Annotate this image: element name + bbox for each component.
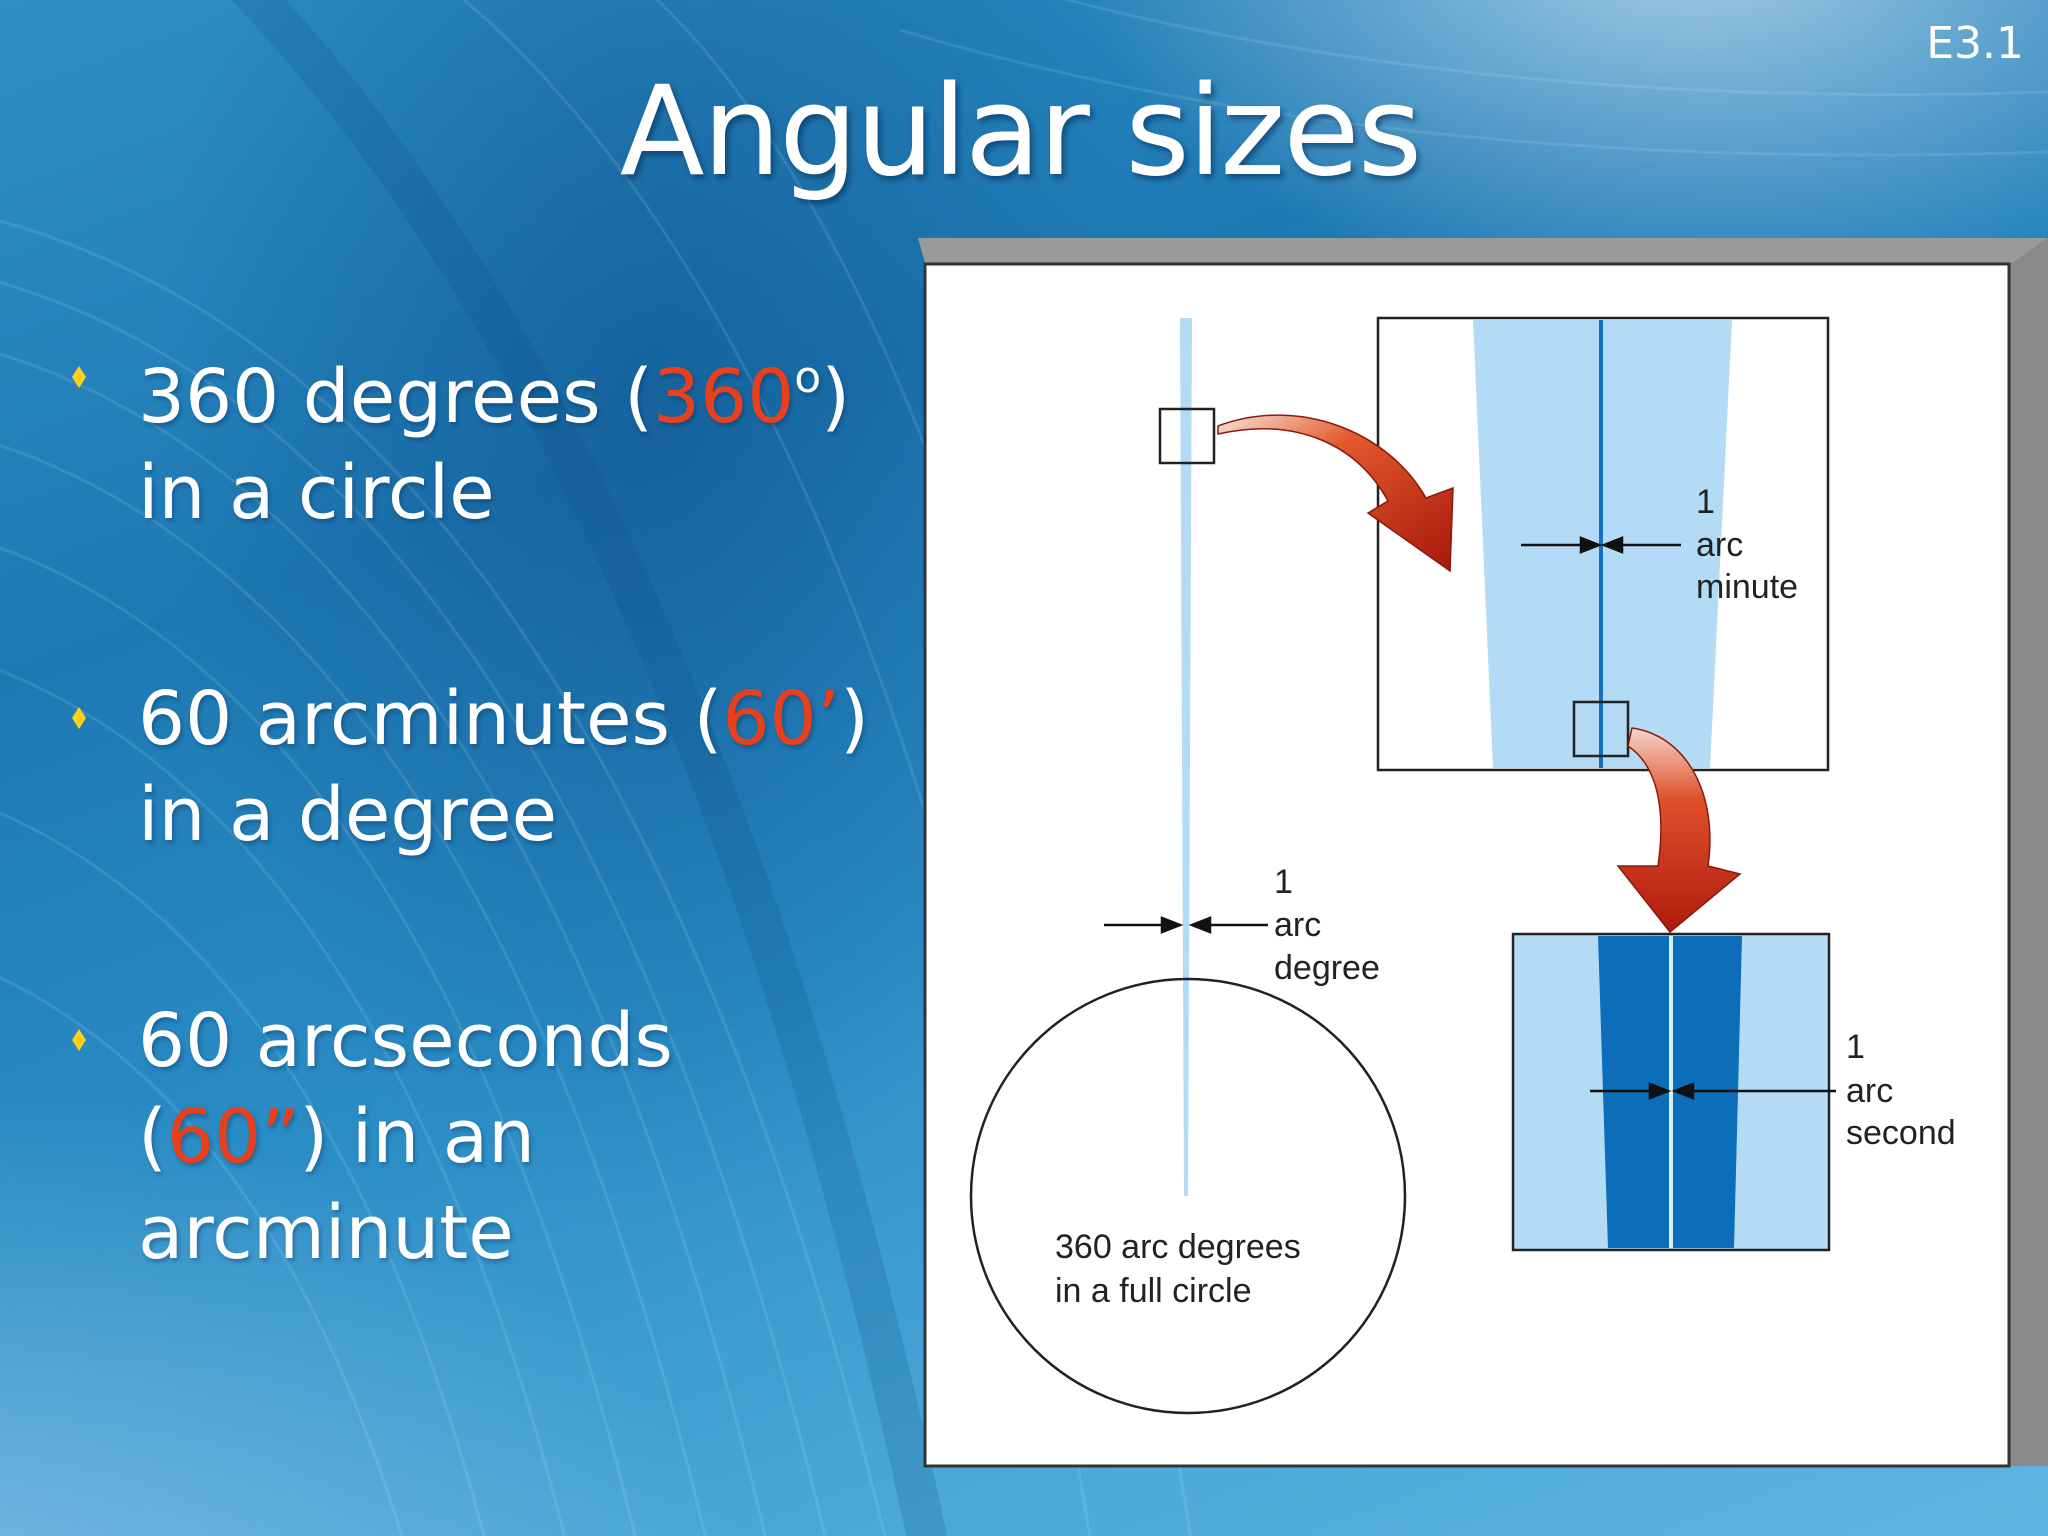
frame-top-bevel — [918, 238, 2048, 266]
arc-degree-label: arc — [1274, 906, 1321, 944]
bullet-text: 360 degrees ( — [138, 354, 654, 440]
zoom-square-degree — [1158, 407, 1216, 465]
zoom-square-minute — [1572, 700, 1630, 758]
arc-degree-label: degree — [1274, 949, 1380, 987]
full-circle — [969, 977, 1407, 1415]
bullet-text: ) — [821, 354, 851, 440]
zoom-arrow-icon — [1616, 727, 1742, 934]
arc-minute-number: 1 — [1696, 483, 1715, 521]
slide-title: Angular sizes — [619, 60, 1423, 204]
highlight-value: 360 — [653, 354, 795, 440]
bullet-item: 60 arcseconds (60”) in an arcminute — [60, 993, 880, 1281]
diamond-bullet-icon — [72, 707, 86, 729]
angular-size-diagram: 1 arc degree 360 arc degrees in a full c… — [918, 238, 2048, 1468]
degree-superscript: o — [794, 352, 822, 403]
diamond-bullet-icon — [72, 366, 86, 388]
bullet-list: 360 degrees (360o) in a circle 60 arcmin… — [60, 330, 880, 1411]
arc-degree-number: 1 — [1274, 863, 1293, 901]
highlight-value: 60” — [166, 1094, 300, 1180]
arc-second-label: arc — [1846, 1072, 1893, 1110]
slide-number: E3.1 — [1926, 18, 2024, 69]
arc-minute-label: arc — [1696, 526, 1743, 564]
circle-caption: in a full circle — [1055, 1272, 1252, 1310]
bullet-item: 60 arcminutes (60’) in a degree — [60, 671, 880, 863]
circle-caption: 360 arc degrees — [1055, 1228, 1301, 1266]
arc-second-label: second — [1846, 1114, 1956, 1152]
arc-minute-arrows — [1521, 536, 1681, 554]
bullet-text: in a degree — [138, 772, 558, 858]
arc-minute-label: minute — [1696, 568, 1798, 606]
diamond-bullet-icon — [72, 1029, 86, 1051]
arc-second-arrows — [1590, 1082, 1836, 1100]
bullet-text: arcminute — [138, 1190, 514, 1276]
degree-wedge — [1180, 318, 1192, 1196]
bullet-text: ( — [138, 1094, 167, 1180]
highlight-value: 60’ — [722, 676, 841, 762]
arc-degree-arrows — [1104, 916, 1268, 934]
bullet-text: ) in an — [299, 1094, 535, 1180]
bullet-item: 360 degrees (360o) in a circle — [60, 330, 880, 541]
bullet-text: ) — [840, 676, 870, 762]
bullet-text: in a circle — [138, 450, 495, 536]
bullet-text: 60 arcminutes ( — [138, 676, 723, 762]
frame-right-bevel — [2008, 238, 2048, 1466]
zoom-arrow-icon — [1217, 414, 1454, 573]
arc-second-number: 1 — [1846, 1028, 1865, 1066]
bullet-text: 60 arcseconds — [138, 998, 673, 1084]
